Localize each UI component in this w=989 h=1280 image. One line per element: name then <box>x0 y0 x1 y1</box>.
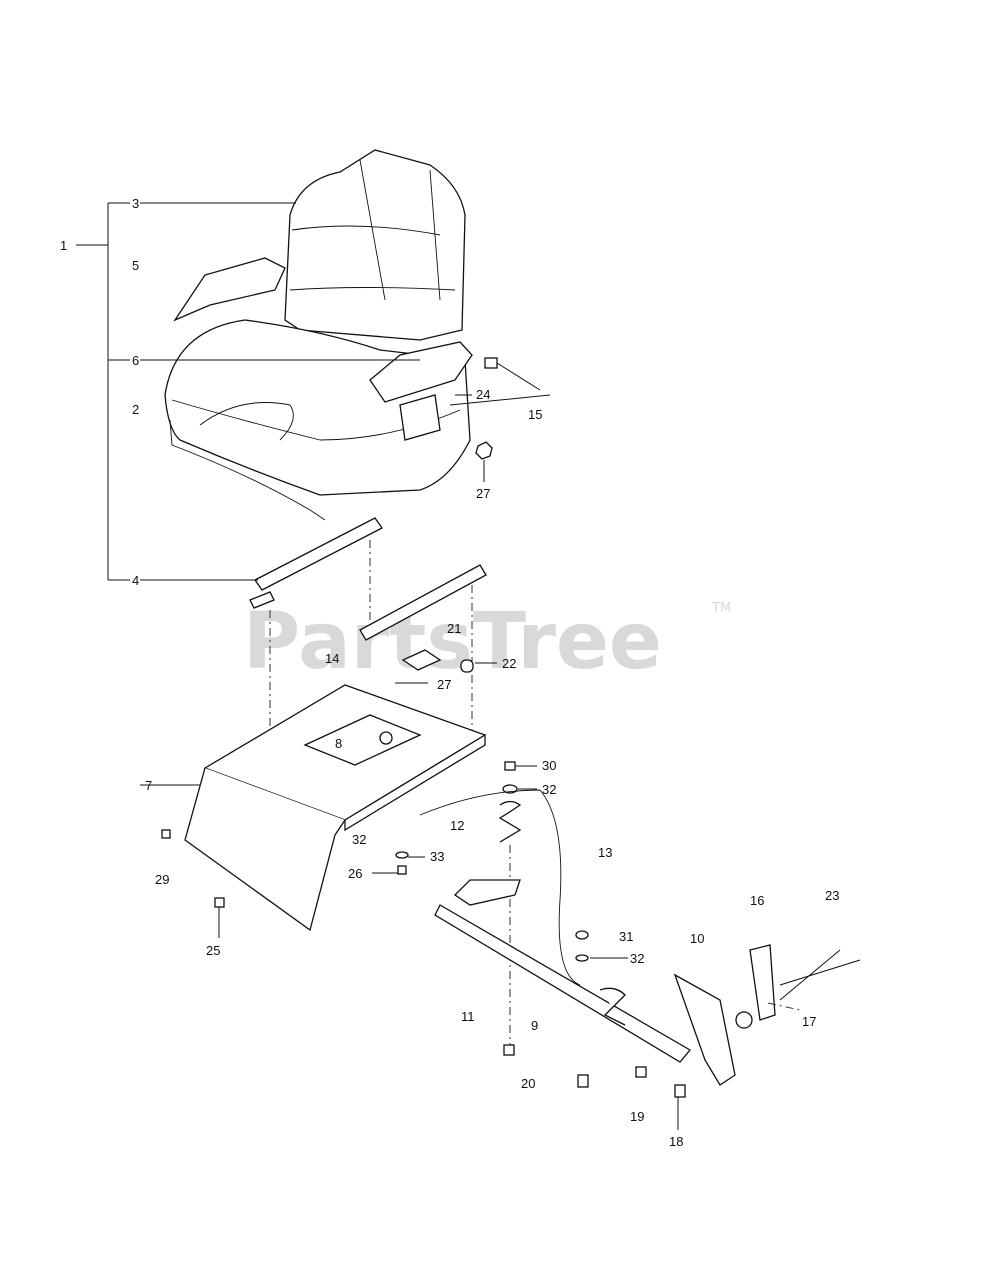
callout-18: 18 <box>669 1134 683 1149</box>
callout-29: 29 <box>155 872 169 887</box>
callout-20: 20 <box>521 1076 535 1091</box>
callout-1: 1 <box>60 238 67 253</box>
callout-21: 21 <box>447 621 461 636</box>
seat-hardware <box>449 357 551 482</box>
lower-frame <box>434 879 861 1130</box>
callout-12: 12 <box>450 818 464 833</box>
callout-leaders <box>140 202 537 874</box>
callout-10: 10 <box>690 931 704 946</box>
seat-pan-7 <box>184 684 487 932</box>
callout-27b: 27 <box>437 677 451 692</box>
callout-11: 11 <box>461 1009 475 1024</box>
callout-14: 14 <box>325 651 339 666</box>
callout-15: 15 <box>528 407 542 422</box>
callout-25: 25 <box>206 943 220 958</box>
callout-2: 2 <box>132 402 139 417</box>
callout-27: 27 <box>476 486 490 501</box>
seat-rails <box>249 517 487 740</box>
callout-32b: 32 <box>352 832 366 847</box>
callout-31: 31 <box>619 929 633 944</box>
callout-8: 8 <box>335 736 342 751</box>
callout-17: 17 <box>802 1014 816 1029</box>
trademark-symbol: TM <box>711 601 731 616</box>
callout-4: 4 <box>132 573 139 588</box>
partstree-watermark: PartsTree <box>243 597 662 687</box>
fender-fasteners <box>161 829 225 938</box>
callout-labels: 1 3 5 6 2 24 15 27 4 21 22 14 27 8 7 30 … <box>60 196 839 1149</box>
callout-32: 32 <box>542 782 556 797</box>
callout-13: 13 <box>598 845 612 860</box>
callout-30: 30 <box>542 758 556 773</box>
callout-23: 23 <box>825 888 839 903</box>
callout-24: 24 <box>476 387 490 402</box>
assembly-bracket <box>76 202 130 581</box>
callout-9: 9 <box>531 1018 538 1033</box>
callout-22: 22 <box>502 656 516 671</box>
callout-3: 3 <box>132 196 139 211</box>
seat-plate-21 <box>401 649 474 673</box>
callout-7: 7 <box>145 778 152 793</box>
callout-16: 16 <box>750 893 764 908</box>
callout-5: 5 <box>132 258 139 273</box>
callout-33: 33 <box>430 849 444 864</box>
callout-26: 26 <box>348 866 362 881</box>
callout-6: 6 <box>132 353 139 368</box>
callout-19: 19 <box>630 1109 644 1124</box>
suspension-spring <box>395 761 581 1045</box>
seat-assembly <box>164 149 473 521</box>
callout-32c: 32 <box>630 951 644 966</box>
